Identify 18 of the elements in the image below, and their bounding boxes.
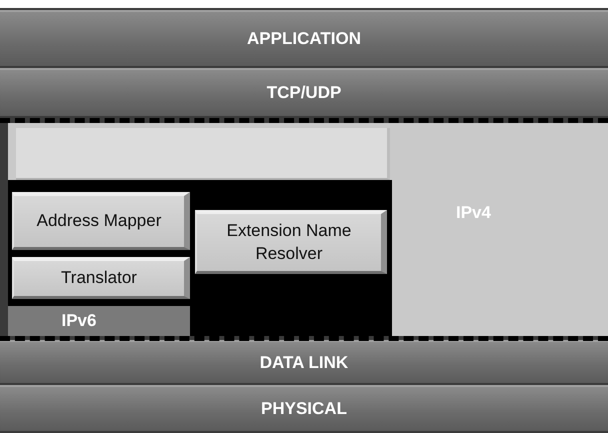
module-box [195,210,387,274]
layer-label: APPLICATION [247,29,361,49]
empty-box [16,128,390,180]
module-label: Extension Name Resolver [226,220,352,264]
layer-band [0,68,608,118]
layer-label: PHYSICAL [261,399,347,419]
layer-band [0,385,608,433]
module-label: Address Mapper [36,210,162,232]
layer-band [0,10,608,68]
ipv6-label: IPv6 [62,311,96,331]
ipv6-panel [8,180,392,336]
layer-label: TCP/UDP [266,83,342,103]
ipv4-region [8,123,608,336]
module-box [12,192,190,250]
layer-band [0,340,608,385]
layer-label: DATA LINK [260,352,348,372]
module-label: Translator [61,267,137,290]
module-box [12,257,190,299]
